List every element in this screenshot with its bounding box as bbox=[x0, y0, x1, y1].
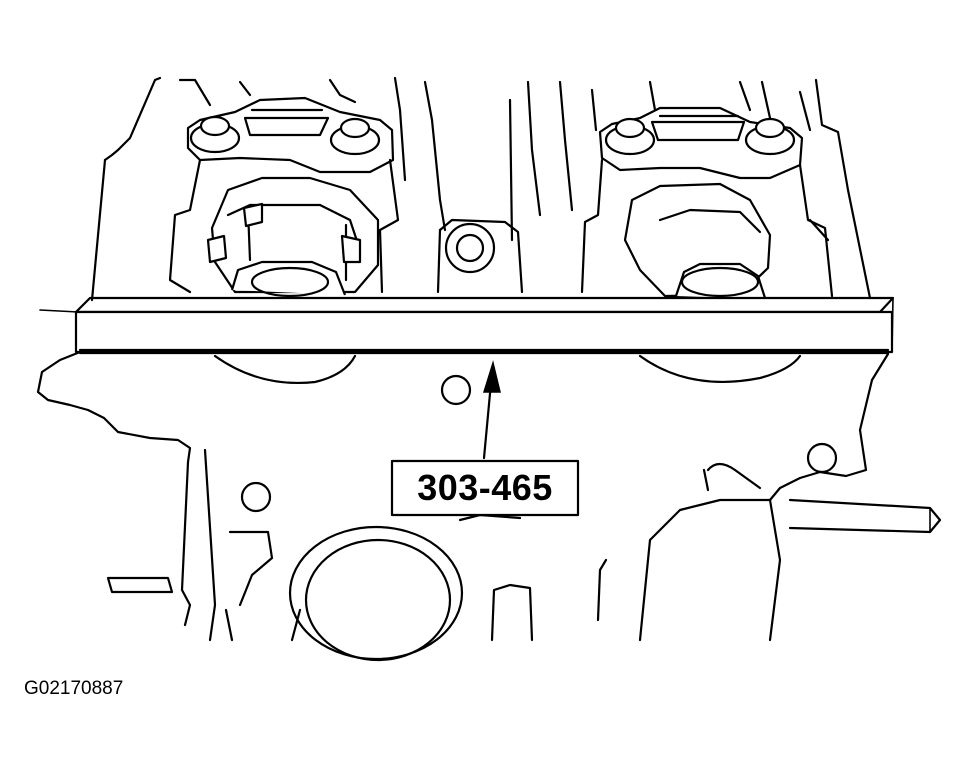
right-camshaft bbox=[623, 182, 772, 299]
tool-callout bbox=[390, 360, 580, 517]
figure-id: G02170887 bbox=[24, 678, 124, 699]
head-lower-features bbox=[224, 374, 838, 662]
lower-cam-lobes bbox=[213, 354, 802, 385]
cam-tower-structure bbox=[178, 76, 772, 294]
right-bearing-cap bbox=[580, 106, 834, 298]
cylinder-head-outline bbox=[36, 76, 942, 642]
tool-number-label: 303-465 bbox=[417, 467, 553, 508]
alignment-bar-tool bbox=[74, 296, 895, 355]
left-bearing-cap bbox=[168, 96, 400, 294]
callout-label-box bbox=[390, 459, 580, 517]
callout-arrow-head bbox=[482, 360, 501, 393]
left-camshaft bbox=[206, 176, 380, 298]
